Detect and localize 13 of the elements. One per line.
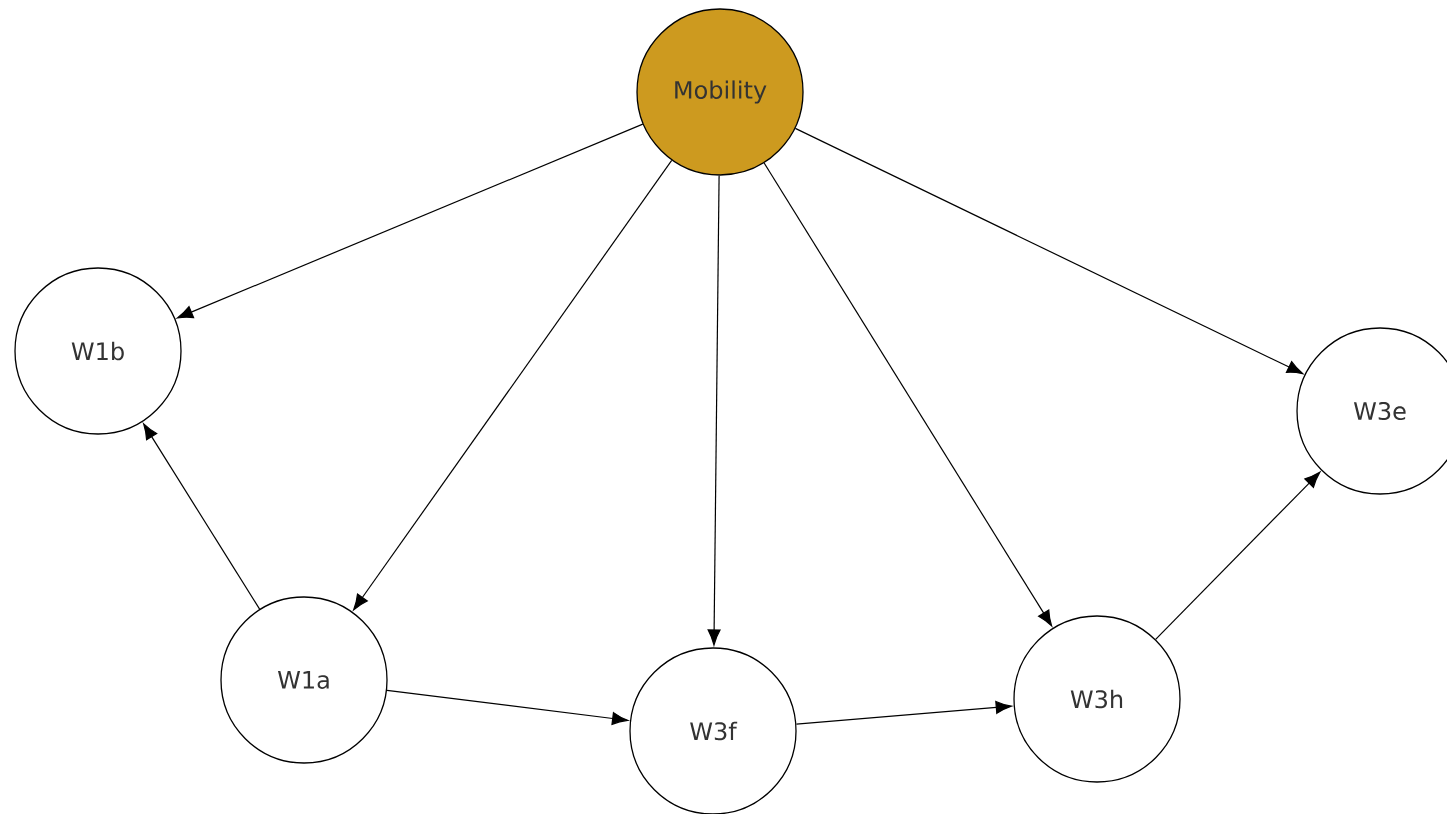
arrow (707, 175, 721, 646)
arrow (795, 700, 1012, 725)
arrow (1155, 471, 1321, 640)
circle-node: W3h (1013, 615, 1181, 783)
circle-node: Mobility (636, 8, 804, 176)
arrow (353, 159, 673, 611)
arrow (143, 423, 261, 610)
circle-node: W1b (14, 267, 182, 435)
arrow (386, 689, 629, 725)
arrow (763, 162, 1053, 627)
circle-node: W1a (220, 596, 388, 764)
arrow (794, 127, 1304, 375)
arrow (176, 123, 644, 319)
